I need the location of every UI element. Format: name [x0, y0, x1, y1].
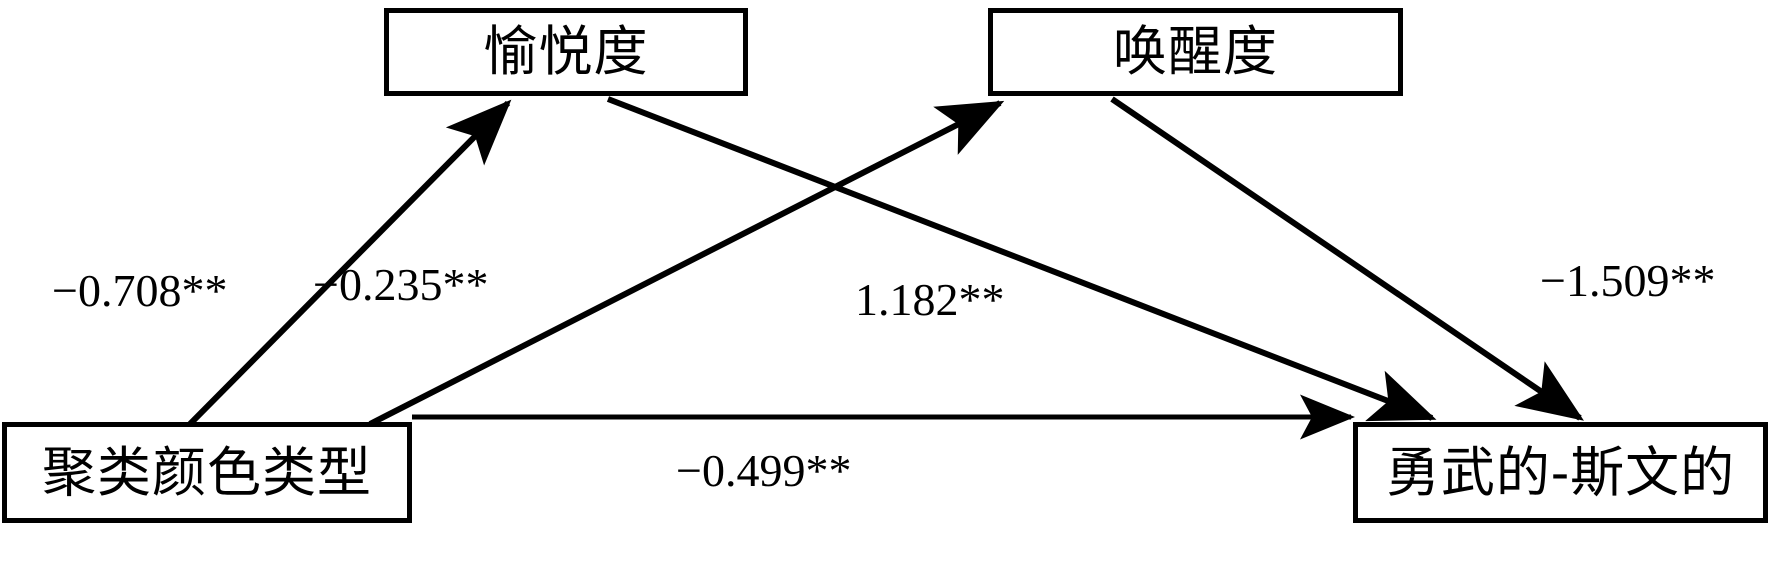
node-valiant-refined[interactable]: 勇武的-斯文的 [1353, 422, 1768, 523]
edge-pleasure-to-outcome [606, 96, 1437, 422]
edge-label-pleasure-to-outcome: 1.182** [855, 274, 1005, 325]
edge-color-to-pleasure [187, 99, 512, 427]
edge-arousal-to-outcome [1110, 96, 1584, 421]
node-color-cluster-type-label: 聚类颜色类型 [42, 440, 372, 504]
edge-label-arousal-to-outcome: −1.509** [1540, 255, 1716, 306]
node-valiant-refined-label: 勇武的-斯文的 [1385, 440, 1736, 504]
node-arousal[interactable]: 唤醒度 [988, 8, 1403, 96]
node-pleasure[interactable]: 愉悦度 [384, 8, 748, 96]
node-pleasure-label: 愉悦度 [483, 20, 649, 83]
edge-label-color-to-outcome: −0.499** [676, 445, 852, 496]
node-arousal-label: 唤醒度 [1113, 20, 1278, 83]
edge-color-to-arousal [368, 100, 1005, 427]
node-color-cluster-type[interactable]: 聚类颜色类型 [2, 422, 412, 523]
edge-label-color-to-arousal: −0.235** [313, 259, 489, 310]
edge-label-color-to-pleasure: −0.708** [52, 265, 228, 316]
